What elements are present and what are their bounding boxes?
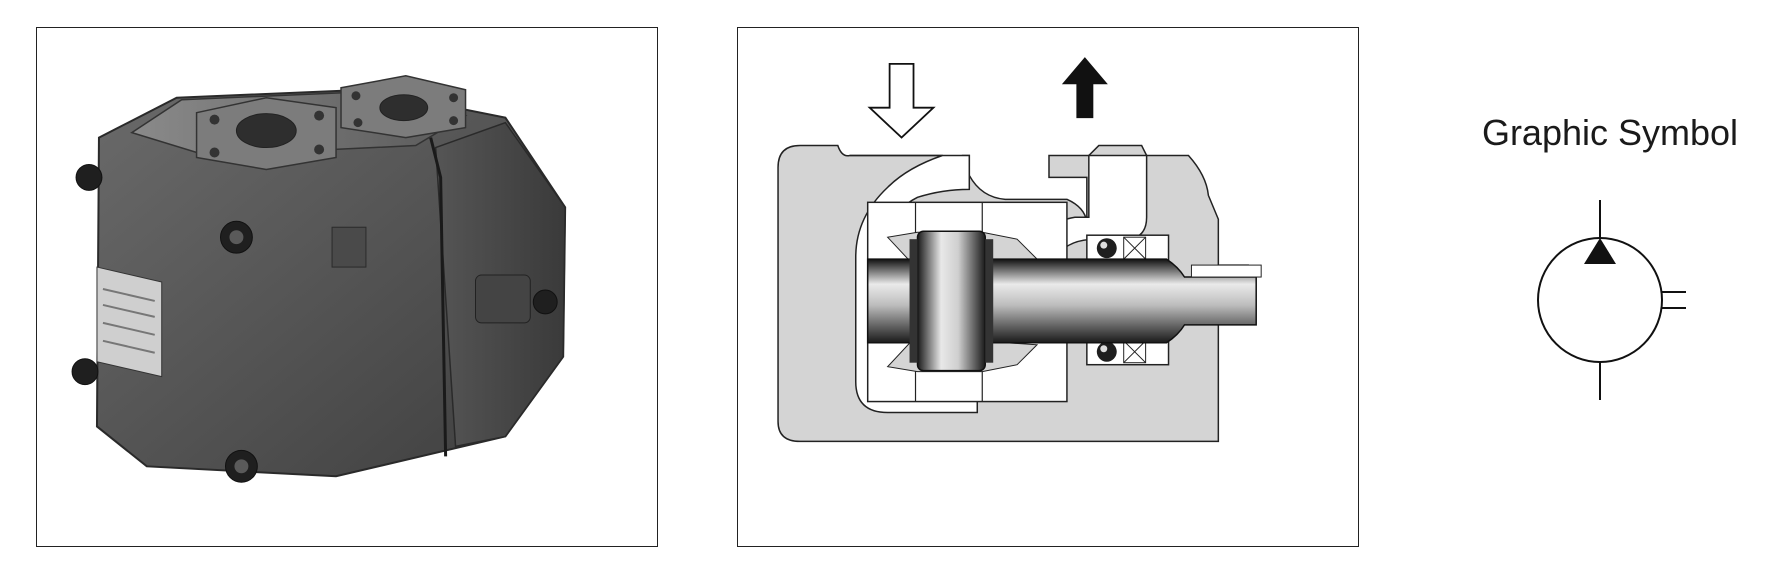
cross-section-diagram — [777, 57, 1262, 443]
outlet-arrow — [1061, 57, 1108, 119]
cross-section-panel — [737, 27, 1359, 547]
inlet-arrow — [867, 62, 936, 139]
pump-graphic-symbol — [1537, 200, 1686, 400]
ball-bearing-lower — [1096, 340, 1147, 364]
graphic-symbol-title: Graphic Symbol — [1481, 112, 1739, 153]
name-plate — [96, 266, 163, 378]
shaft-key — [1190, 264, 1262, 278]
rotor — [916, 230, 986, 372]
vane-pump-photo — [71, 75, 567, 483]
port-flange-right — [340, 75, 467, 139]
side-boss — [475, 274, 531, 324]
symbol-flow-triangle — [1584, 238, 1616, 264]
port-flange-left — [195, 96, 337, 171]
product-photo-panel — [36, 27, 658, 547]
housing-bolts — [71, 163, 558, 483]
cast-marking — [331, 226, 367, 268]
